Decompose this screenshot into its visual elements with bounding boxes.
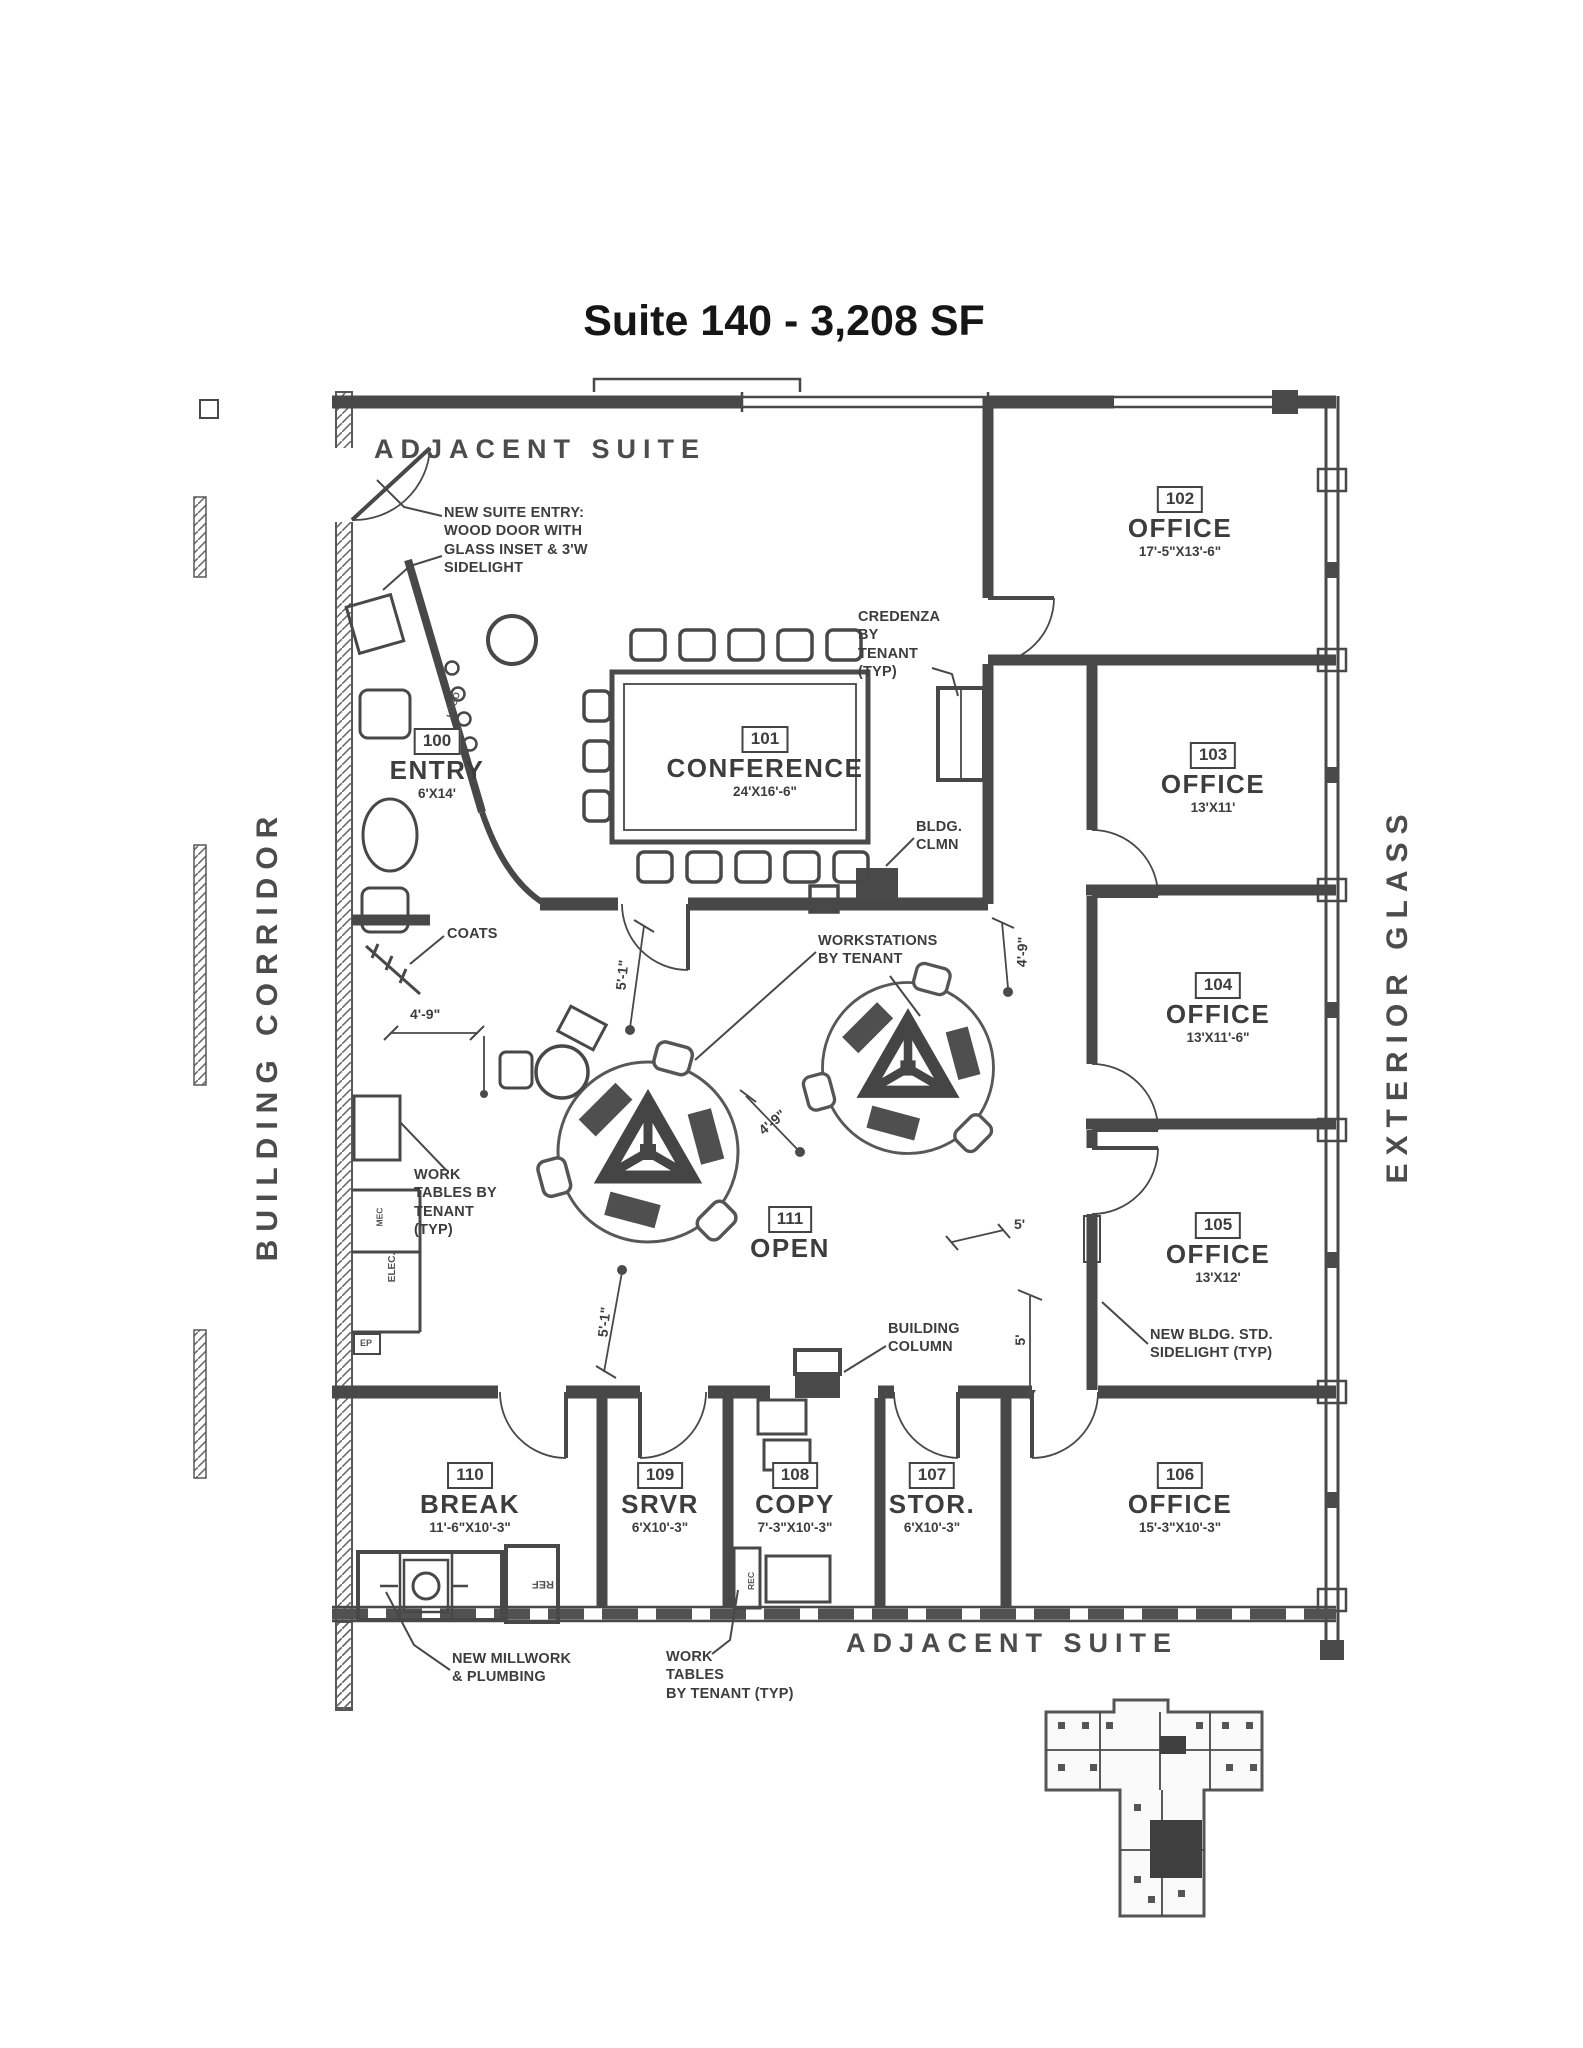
room-number: 104 [1194, 972, 1242, 999]
mec-closet-tag: MEC [374, 1207, 385, 1227]
room-label-101: 101 CONFERENCE 24'X16'-6" [666, 726, 863, 799]
dim-5-1-lower: 5'-1" [594, 1306, 614, 1338]
adjacent-suite-bottom-label: ADJACENT SUITE [846, 1628, 1179, 1658]
room-name: OFFICE [1165, 998, 1271, 1029]
exterior-glass-label: EXTERIOR GLASS [1381, 806, 1414, 1184]
credenza [936, 686, 986, 782]
building-columns [793, 868, 898, 1398]
room-dims: 24'X16'-6" [733, 784, 797, 800]
work-tables-left-note: WORK TABLES BY TENANT (TYP) [414, 1167, 497, 1238]
room-label-109: 109 SRVR 6'X10'-3" [621, 1462, 699, 1535]
entry-feature-wall [350, 446, 547, 907]
suite-entry-note: NEW SUITE ENTRY: WOOD DOOR WITH GLASS IN… [444, 505, 588, 576]
refrigerator-tag: REF [532, 1578, 554, 1590]
room-dims: 13'X11' [1190, 800, 1236, 816]
elec-closets [352, 1188, 422, 1355]
building-column-note: BUILDING COLUMN [888, 1321, 960, 1356]
room-number: 103 [1189, 742, 1237, 769]
dim-5-vertical: 5' [1012, 1334, 1028, 1346]
room-label-104: 104 OFFICE 13'X11'-6" [1166, 972, 1270, 1045]
open-area-table [352, 1004, 609, 1162]
interior-walls [332, 396, 1336, 1608]
room-number: 105 [1194, 1212, 1242, 1239]
room-name: COPY [755, 1488, 835, 1519]
coats-note: COATS [447, 926, 498, 942]
room-name: STOR. [888, 1488, 976, 1519]
corridor-wall [193, 391, 354, 1711]
room-dims: 17'-5"X13'-6" [1138, 544, 1222, 560]
room-name: OPEN [750, 1232, 830, 1263]
room-label-100: 100 ENTRY 6'X14' [390, 728, 485, 801]
sidelight-note: NEW BLDG. STD. SIDELIGHT (TYP) [1150, 1327, 1273, 1362]
workstation-cluster-1 [536, 1040, 739, 1243]
building-corridor-label: BUILDING CORRIDOR [251, 808, 284, 1262]
room-dims: 13'X12' [1195, 1270, 1241, 1286]
room-name: CONFERENCE [666, 752, 864, 783]
room-name: OFFICE [1127, 512, 1233, 543]
room-number: 110 [447, 1462, 493, 1489]
room-number: 109 [636, 1462, 684, 1489]
work-tables-bottom-note: WORK TABLES BY TENANT (TYP) [666, 1649, 794, 1702]
workstation-cluster-2 [802, 962, 995, 1155]
room-dims: 6'X14' [418, 786, 456, 802]
room-name: BREAK [420, 1488, 520, 1519]
room-dims: 6'X10'-3" [631, 1520, 689, 1536]
entry-furniture [344, 592, 421, 996]
millwork-note: NEW MILLWORK & PLUMBING [452, 1651, 572, 1686]
leader-lines [376, 479, 1149, 1671]
dim-5-horizontal: 5' [1014, 1216, 1026, 1232]
room-label-107: 107 STOR. 6'X10'-3" [889, 1462, 975, 1535]
conference-table [582, 628, 871, 884]
room-label-110: 110 BREAK 11'-6"X10'-3" [420, 1462, 520, 1535]
room-number: 101 [741, 726, 789, 753]
room-number: 107 [908, 1462, 956, 1489]
room-label-103: 103 OFFICE 13'X11' [1161, 742, 1265, 815]
room-dims: 6'X10'-3" [903, 1520, 961, 1536]
workstations-note: WORKSTATIONS BY TENANT [818, 933, 938, 968]
doors [499, 596, 1159, 1459]
room-dims: 13'X11'-6" [1186, 1030, 1250, 1046]
bldg-clmn-note: BLDG. CLMN [916, 819, 963, 854]
room-number: 111 [767, 1206, 813, 1233]
room-dims: 7'-3"X10'-3" [757, 1520, 833, 1536]
dim-4-9-left: 4'-9" [410, 1006, 441, 1022]
room-number: 106 [1156, 1462, 1204, 1489]
dim-5-1-upper: 5'-1" [612, 959, 632, 991]
page-title: Suite 140 - 3,208 SF [583, 297, 985, 345]
room-dims: 15'-3"X10'-3" [1138, 1520, 1222, 1536]
room-label-102: 102 OFFICE 17'-5"X13'-6" [1128, 486, 1232, 559]
room-number: 100 [413, 728, 461, 755]
room-number: 108 [771, 1462, 819, 1489]
dim-4-9-right: 4'-9" [1013, 936, 1031, 968]
room-label-106: 106 OFFICE 15'-3"X10'-3" [1128, 1462, 1232, 1535]
adjacent-suite-top-label: ADJACENT SUITE [374, 434, 707, 464]
room-number: 102 [1156, 486, 1204, 513]
refrigerator [504, 1544, 560, 1624]
room-name: OFFICE [1127, 1488, 1233, 1519]
ep-panel-tag: EP [360, 1338, 373, 1348]
break-counter [356, 1550, 504, 1622]
credenza-note: CREDENZA BY TENANT (TYP) [858, 609, 941, 680]
dimension-lines [383, 917, 1043, 1400]
room-name: OFFICE [1160, 768, 1266, 799]
room-name: ENTRY [389, 754, 485, 785]
room-label-105: 105 OFFICE 13'X12' [1166, 1212, 1270, 1285]
exterior-glass-wall [1316, 396, 1348, 1660]
room-label-111: 111 OPEN [750, 1206, 830, 1262]
room-name: SRVR [621, 1488, 699, 1519]
key-plan [1044, 1698, 1264, 1918]
top-wall [332, 377, 1336, 414]
room-label-108: 108 COPY 7'-3"X10'-3" [755, 1462, 835, 1535]
room-dims: 11'-6"X10'-3" [429, 1520, 511, 1536]
rec-cabinet-tag: REC [745, 1572, 756, 1590]
elec-closet-tag: ELEC. [387, 1252, 399, 1283]
room-name: OFFICE [1165, 1238, 1271, 1269]
